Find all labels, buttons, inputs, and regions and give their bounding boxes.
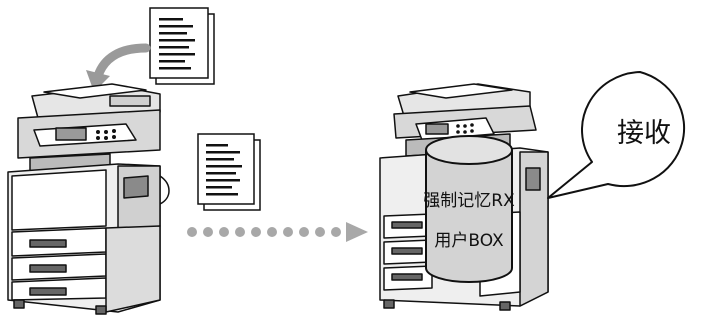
flow-dot — [331, 227, 341, 237]
document-stack-top-icon — [149, 7, 215, 85]
speech-bubble-icon — [547, 71, 686, 199]
flow-dot — [283, 227, 293, 237]
flow-dot — [187, 227, 197, 237]
flow-dot — [267, 227, 277, 237]
flow-dot — [203, 227, 213, 237]
box-label-line2: 用户BOX — [434, 231, 504, 251]
document-stack-middle-icon — [197, 133, 261, 211]
flow-dot — [219, 227, 229, 237]
flow-dot — [251, 227, 261, 237]
flow-dot — [315, 227, 325, 237]
bubble-text: 接收 — [617, 118, 671, 149]
storage-cylinder-icon — [425, 135, 513, 283]
dotted-arrow-icon — [187, 222, 368, 242]
mfp-sender-icon — [7, 83, 170, 315]
box-label-line1: 强制记忆RX — [423, 191, 515, 211]
flow-dot — [299, 227, 309, 237]
flow-dot — [235, 227, 245, 237]
